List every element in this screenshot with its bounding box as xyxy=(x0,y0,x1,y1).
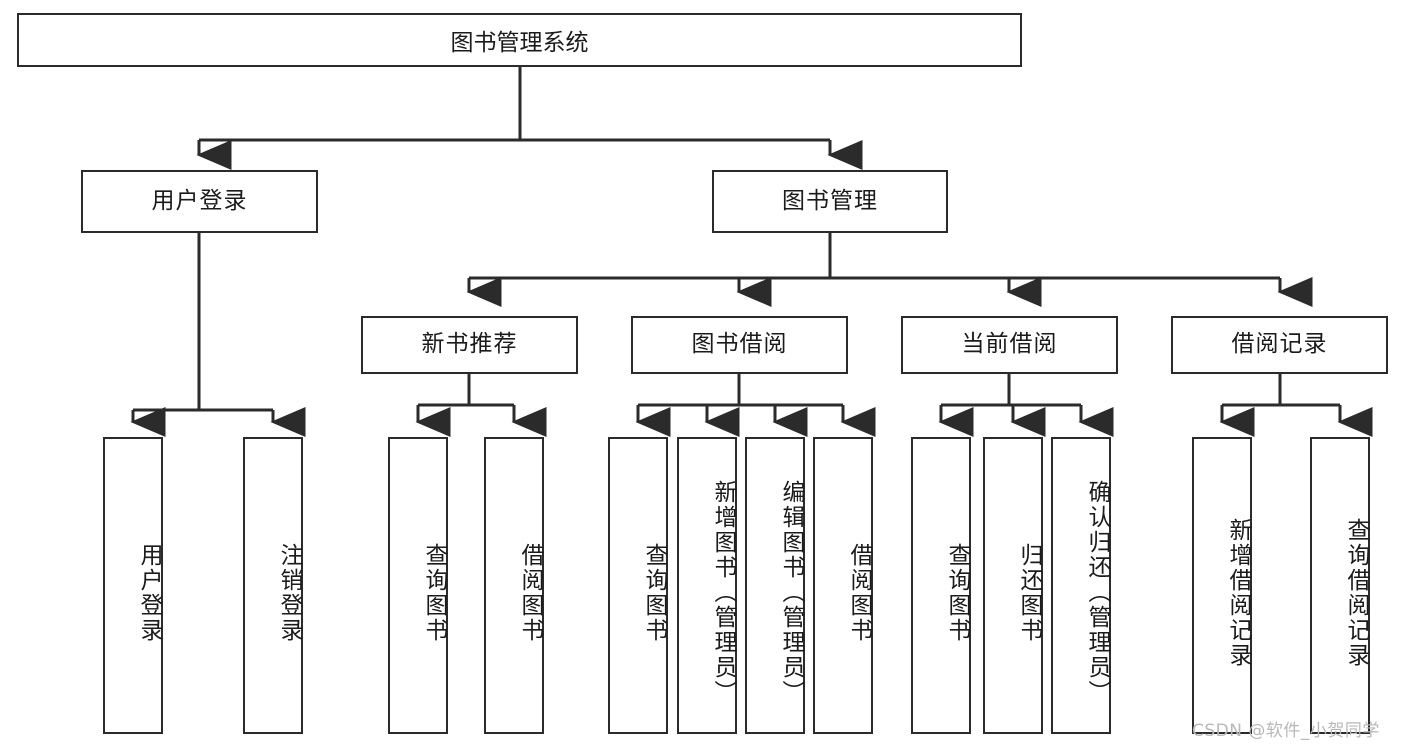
leaf-node[interactable]: 查询借阅记录 xyxy=(1310,437,1370,734)
node-current-borrow[interactable]: 当前借阅 xyxy=(901,316,1118,374)
leaf-node-label: 查询借阅记录 xyxy=(1343,517,1369,668)
leaf-node[interactable]: 注销登录 xyxy=(243,437,303,734)
leaf-node-label: 确认归还（管理员） xyxy=(1084,480,1110,705)
leaf-node-label: 用户登录 xyxy=(136,542,162,643)
leaf-node[interactable]: 用户登录 xyxy=(103,437,163,734)
node-book-borrow[interactable]: 图书借阅 xyxy=(631,316,848,374)
leaf-node-label: 归还图书 xyxy=(1016,542,1042,643)
leaf-node[interactable]: 借阅图书 xyxy=(813,437,873,734)
node-user-login-label: 用户登录 xyxy=(151,187,248,214)
node-book-borrow-label: 图书借阅 xyxy=(691,331,788,358)
leaf-node-label: 借阅图书 xyxy=(846,542,872,643)
leaf-node[interactable]: 查询图书 xyxy=(388,437,448,734)
node-book-management-label: 图书管理 xyxy=(782,187,878,214)
leaf-node-label: 查询图书 xyxy=(944,542,970,643)
node-new-book-recommend-label: 新书推荐 xyxy=(421,331,518,358)
leaf-node[interactable]: 确认归还（管理员） xyxy=(1051,437,1111,734)
leaf-node-label: 新增借阅记录 xyxy=(1225,517,1251,668)
node-root-label: 图书管理系统 xyxy=(450,30,589,56)
leaf-node[interactable]: 新增借阅记录 xyxy=(1192,437,1252,734)
node-user-login[interactable]: 用户登录 xyxy=(81,170,318,233)
leaf-node-label: 查询图书 xyxy=(421,542,447,643)
leaf-node-label: 新增图书（管理员） xyxy=(710,480,736,705)
leaf-node-label: 查询图书 xyxy=(641,542,667,643)
node-current-borrow-label: 当前借阅 xyxy=(961,331,1058,358)
node-new-book-recommend[interactable]: 新书推荐 xyxy=(361,316,578,374)
leaf-node-label: 借阅图书 xyxy=(517,542,543,643)
csdn-watermark: CSDN @软件_小贺同学 xyxy=(1192,721,1380,741)
node-root[interactable]: 图书管理系统 xyxy=(17,13,1022,67)
node-borrow-records-label: 借阅记录 xyxy=(1231,331,1328,358)
node-book-management[interactable]: 图书管理 xyxy=(712,170,948,233)
leaf-node[interactable]: 归还图书 xyxy=(983,437,1043,734)
leaf-node[interactable]: 借阅图书 xyxy=(484,437,544,734)
leaf-node-label: 注销登录 xyxy=(276,542,302,643)
node-borrow-records[interactable]: 借阅记录 xyxy=(1171,316,1388,374)
leaf-node[interactable]: 新增图书（管理员） xyxy=(677,437,737,734)
leaf-node[interactable]: 编辑图书（管理员） xyxy=(745,437,805,734)
leaf-node[interactable]: 查询图书 xyxy=(911,437,971,734)
leaf-node[interactable]: 查询图书 xyxy=(608,437,668,734)
leaf-node-label: 编辑图书（管理员） xyxy=(778,480,804,705)
